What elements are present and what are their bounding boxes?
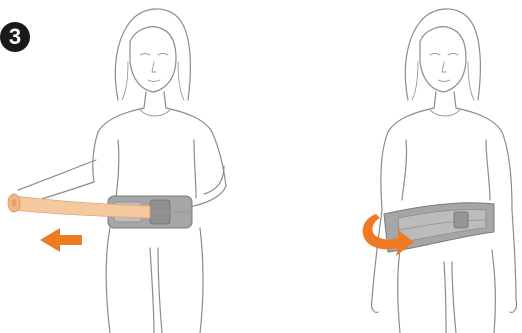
- left-woman-figure: [18, 9, 226, 333]
- left-face: [130, 27, 176, 92]
- right-legs: [398, 250, 400, 333]
- left-legs: [106, 228, 110, 333]
- arrow-left-icon: [40, 228, 82, 252]
- right-torso: [381, 108, 434, 210]
- right-woman-figure: [371, 9, 516, 333]
- right-face: [420, 27, 466, 92]
